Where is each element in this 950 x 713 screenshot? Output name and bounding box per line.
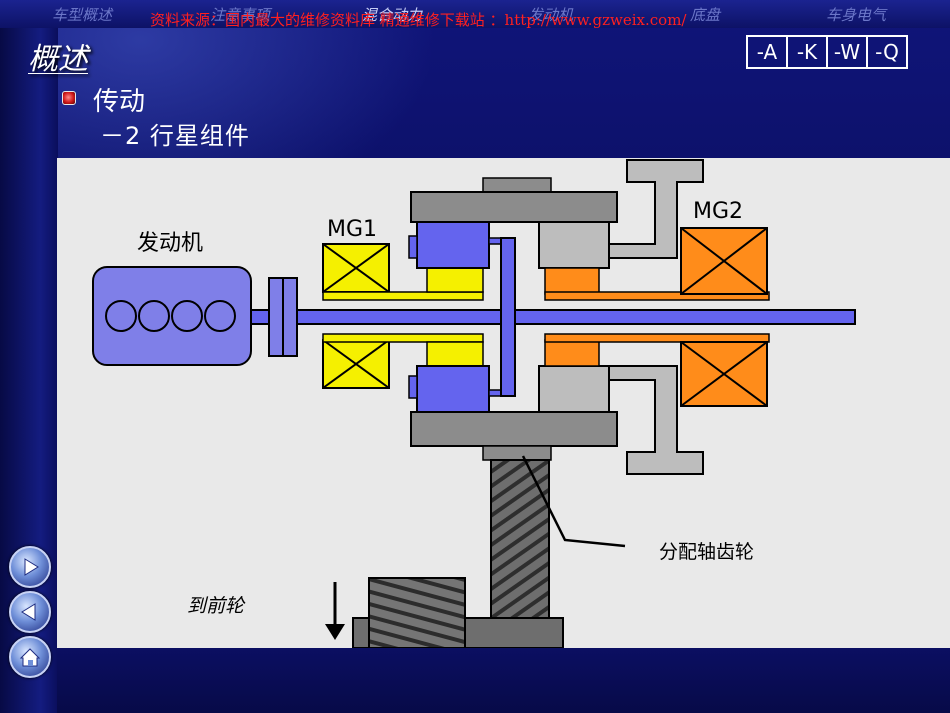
ring-gear-housing-bottom — [410, 411, 618, 447]
mg1-hub-top — [426, 267, 484, 293]
damper-flange — [282, 277, 298, 357]
ring-gear-shaft-collar — [482, 445, 552, 461]
mg2-hub-bottom — [544, 339, 600, 367]
carrier-plate — [500, 237, 516, 397]
planet-pinion-top — [538, 221, 610, 269]
sun-gear-tab — [408, 235, 418, 259]
content-subheading: －2 行星组件 — [100, 122, 250, 150]
ring-gear-housing-top — [410, 191, 618, 223]
content-heading: 传动 — [93, 87, 146, 117]
output-arrow-head — [325, 624, 345, 640]
damper-flange — [268, 277, 284, 357]
mg2-label: MG2 — [693, 199, 743, 224]
nav-item-engine[interactable]: 发动机 — [528, 6, 574, 24]
engine-label: 发动机 — [137, 231, 203, 256]
key-button-k[interactable]: -K — [786, 37, 826, 67]
top-nav-bar: 车型概述 注意事项 混合动力 发动机 底盘 车身电气 — [0, 0, 950, 28]
bullet-icon — [62, 91, 76, 105]
nav-item-overview[interactable]: 车型概述 — [52, 6, 113, 24]
main-shaft — [250, 309, 856, 325]
engine-cylinder — [204, 300, 236, 332]
mg2-rotor-top — [544, 291, 770, 301]
gear-label: 分配轴齿轮 — [659, 541, 754, 563]
key-button-q[interactable]: -Q — [866, 37, 906, 67]
sun-gear-tab — [408, 375, 418, 399]
home-icon — [19, 648, 41, 667]
prev-button[interactable] — [9, 591, 51, 633]
mg1-hub-bottom — [426, 341, 484, 367]
final-drive-gear — [368, 577, 466, 649]
wheel-label: 到前轮 — [187, 595, 246, 617]
engine-cylinder — [138, 300, 170, 332]
next-button[interactable] — [9, 546, 51, 588]
mg1-stator-cross — [322, 243, 390, 293]
planet-pinion-bottom — [538, 365, 610, 413]
page-title: 概述 — [28, 42, 88, 77]
mg1-label: MG1 — [327, 217, 377, 242]
engine-cylinder — [105, 300, 137, 332]
mg2-hub-top — [544, 267, 600, 295]
key-buttons: -A -K -W -Q — [746, 35, 908, 69]
engine-cylinder — [171, 300, 203, 332]
nav-item-body-electrical[interactable]: 车身电气 — [826, 6, 887, 24]
housing-bracket-top — [608, 159, 704, 259]
next-icon — [24, 558, 39, 576]
nav-item-precautions[interactable]: 注意事项 — [210, 6, 271, 24]
sun-gear-bottom — [416, 365, 490, 413]
mg2-stator-cross — [680, 227, 768, 295]
mg1-rotor-top — [322, 291, 484, 301]
nav-item-hybrid[interactable]: 混合动力 — [362, 6, 423, 24]
key-button-a[interactable]: -A — [756, 40, 778, 64]
mg2-stator-cross — [680, 341, 768, 407]
bottom-band — [57, 648, 950, 713]
mg1-stator-cross — [322, 339, 390, 389]
prev-icon — [21, 603, 36, 621]
watermark-text: 资料来源：国内最大的维修资料库 精通维修下载站 ：http://www.gzwe… — [150, 11, 687, 29]
housing-bracket-bottom — [608, 365, 704, 475]
gear-leader-line — [521, 455, 626, 548]
key-button-w[interactable]: -W — [826, 37, 866, 67]
sun-gear-top — [416, 221, 490, 269]
mg1-rotor-bottom — [322, 333, 484, 343]
nav-item-chassis[interactable]: 底盘 — [690, 6, 721, 24]
planetary-diagram: 发动机 MG1 — [57, 158, 950, 649]
home-button[interactable] — [9, 636, 51, 678]
mg2-rotor-bottom — [544, 333, 770, 343]
